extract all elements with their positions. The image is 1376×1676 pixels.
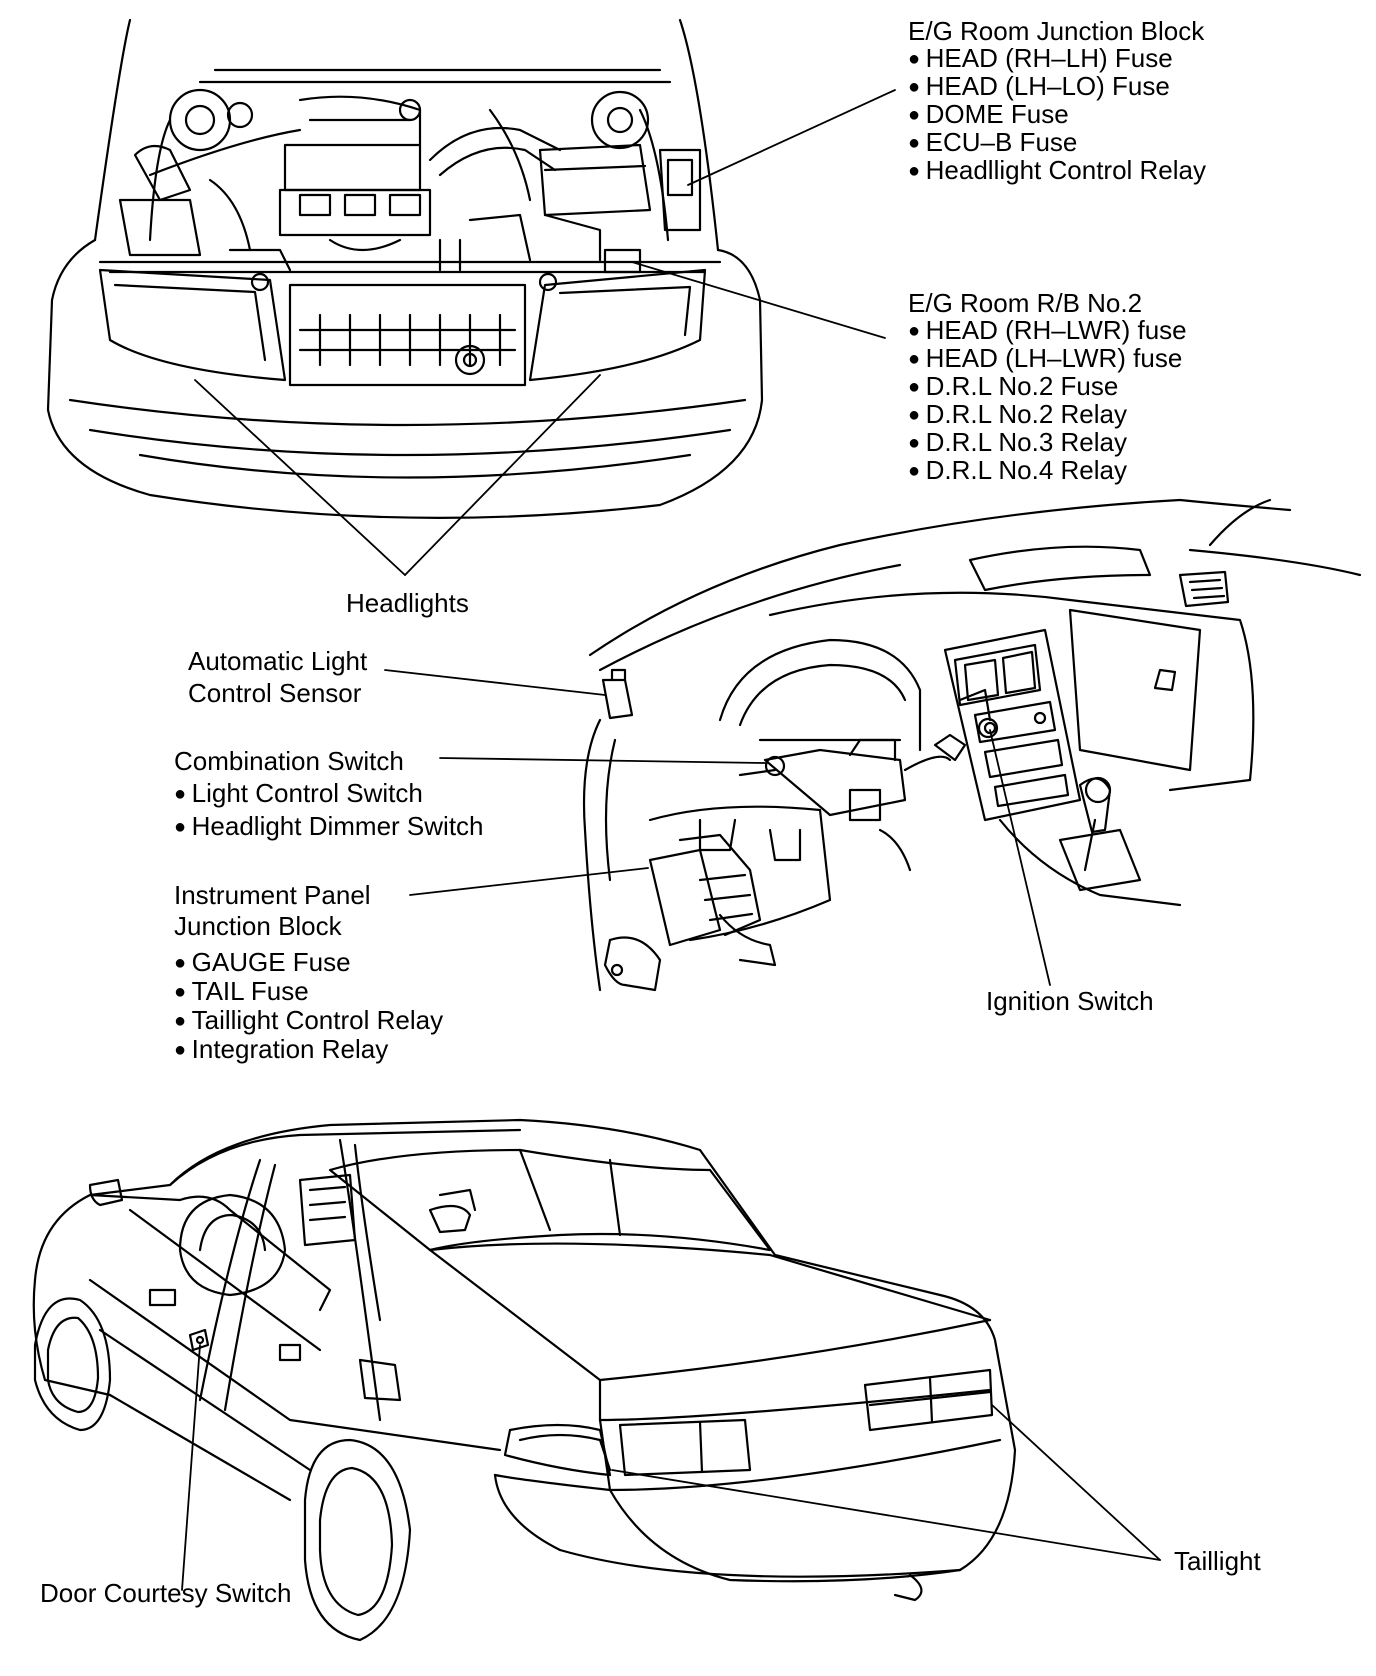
ignition-switch-label: Ignition Switch: [986, 988, 1154, 1015]
rear-car-drawing: [32, 1118, 1017, 1642]
ip-junction-block-label: Instrument Panel Junction Block GAUGE Fu…: [174, 880, 443, 1064]
ip-junction-block-line: Junction Block: [174, 911, 342, 941]
leader-taillight-right: [991, 1404, 1161, 1561]
eg-rb-no2-shape: [603, 248, 642, 274]
eg-junction-block-item: HEAD (LH–LO) Fuse: [908, 73, 1206, 101]
eg-rb-no2-item: HEAD (RH–LWR) fuse: [908, 317, 1187, 345]
eg-junction-block-item: ECU–B Fuse: [908, 129, 1206, 157]
leader-combination-switch: [439, 757, 766, 764]
taillight-label-text: Taillight: [1174, 1546, 1261, 1576]
eg-rb-no2-title: E/G Room R/B No.2: [908, 288, 1143, 318]
combination-switch-item: Headlight Dimmer Switch: [174, 810, 484, 843]
auto-light-sensor-line: Control Sensor: [188, 678, 362, 708]
eg-rb-no2-item: HEAD (LH–LWR) fuse: [908, 345, 1187, 373]
leader-ip-junction-block: [409, 867, 649, 896]
ip-junction-block-item: Integration Relay: [174, 1035, 443, 1064]
eg-junction-block-title: E/G Room Junction Block: [908, 16, 1205, 46]
eg-rb-no2-item: D.R.L No.2 Fuse: [908, 373, 1187, 401]
eg-rb-no2-label: E/G Room R/B No.2 HEAD (RH–LWR) fuse HEA…: [908, 290, 1187, 485]
eg-rb-no2-item: D.R.L No.4 Relay: [908, 457, 1187, 485]
leader-auto-light-sensor: [384, 669, 606, 696]
auto-light-sensor-line: Automatic Light: [188, 646, 368, 676]
front-car-drawing: [46, 18, 764, 519]
headlights-label-text: Headlights: [346, 588, 469, 618]
dashboard-drawing: [582, 498, 1362, 992]
eg-rb-no2-item: D.R.L No.3 Relay: [908, 429, 1187, 457]
leader-headlight-left: [194, 379, 406, 576]
auto-light-sensor-label: Automatic Light Control Sensor: [188, 645, 367, 709]
ip-junction-block-item: GAUGE Fuse: [174, 948, 443, 977]
eg-junction-block-label: E/G Room Junction Block HEAD (RH–LH) Fus…: [908, 18, 1206, 185]
ip-junction-block-line: Instrument Panel: [174, 880, 371, 910]
leader-eg-junction-block: [687, 89, 896, 186]
leader-eg-rb-no2: [631, 261, 886, 339]
combination-switch-item: Light Control Switch: [174, 777, 484, 810]
leader-headlight-right: [404, 374, 601, 576]
headlights-label: Headlights: [346, 590, 469, 617]
leader-lines: [181, 89, 1161, 1591]
ignition-switch-label-text: Ignition Switch: [986, 986, 1154, 1016]
leader-taillight-left: [611, 1469, 1161, 1561]
door-courtesy-switch-label: Door Courtesy Switch: [40, 1580, 291, 1607]
leader-ignition-switch: [989, 729, 1051, 986]
taillight-label: Taillight: [1174, 1548, 1261, 1575]
ip-junction-block-item: Taillight Control Relay: [174, 1006, 443, 1035]
leader-door-courtesy-switch: [181, 1344, 201, 1591]
combination-switch-label: Combination Switch Light Control Switch …: [174, 745, 484, 843]
eg-rb-no2-item: D.R.L No.2 Relay: [908, 401, 1187, 429]
door-courtesy-switch-label-text: Door Courtesy Switch: [40, 1578, 292, 1608]
eg-junction-block-item: DOME Fuse: [908, 101, 1206, 129]
eg-junction-block-shape: [658, 148, 702, 232]
combination-switch-title: Combination Switch: [174, 746, 404, 776]
eg-junction-block-item: HEAD (RH–LH) Fuse: [908, 45, 1206, 73]
eg-junction-block-item: Headllight Control Relay: [908, 157, 1206, 185]
ip-junction-block-item: TAIL Fuse: [174, 977, 443, 1006]
